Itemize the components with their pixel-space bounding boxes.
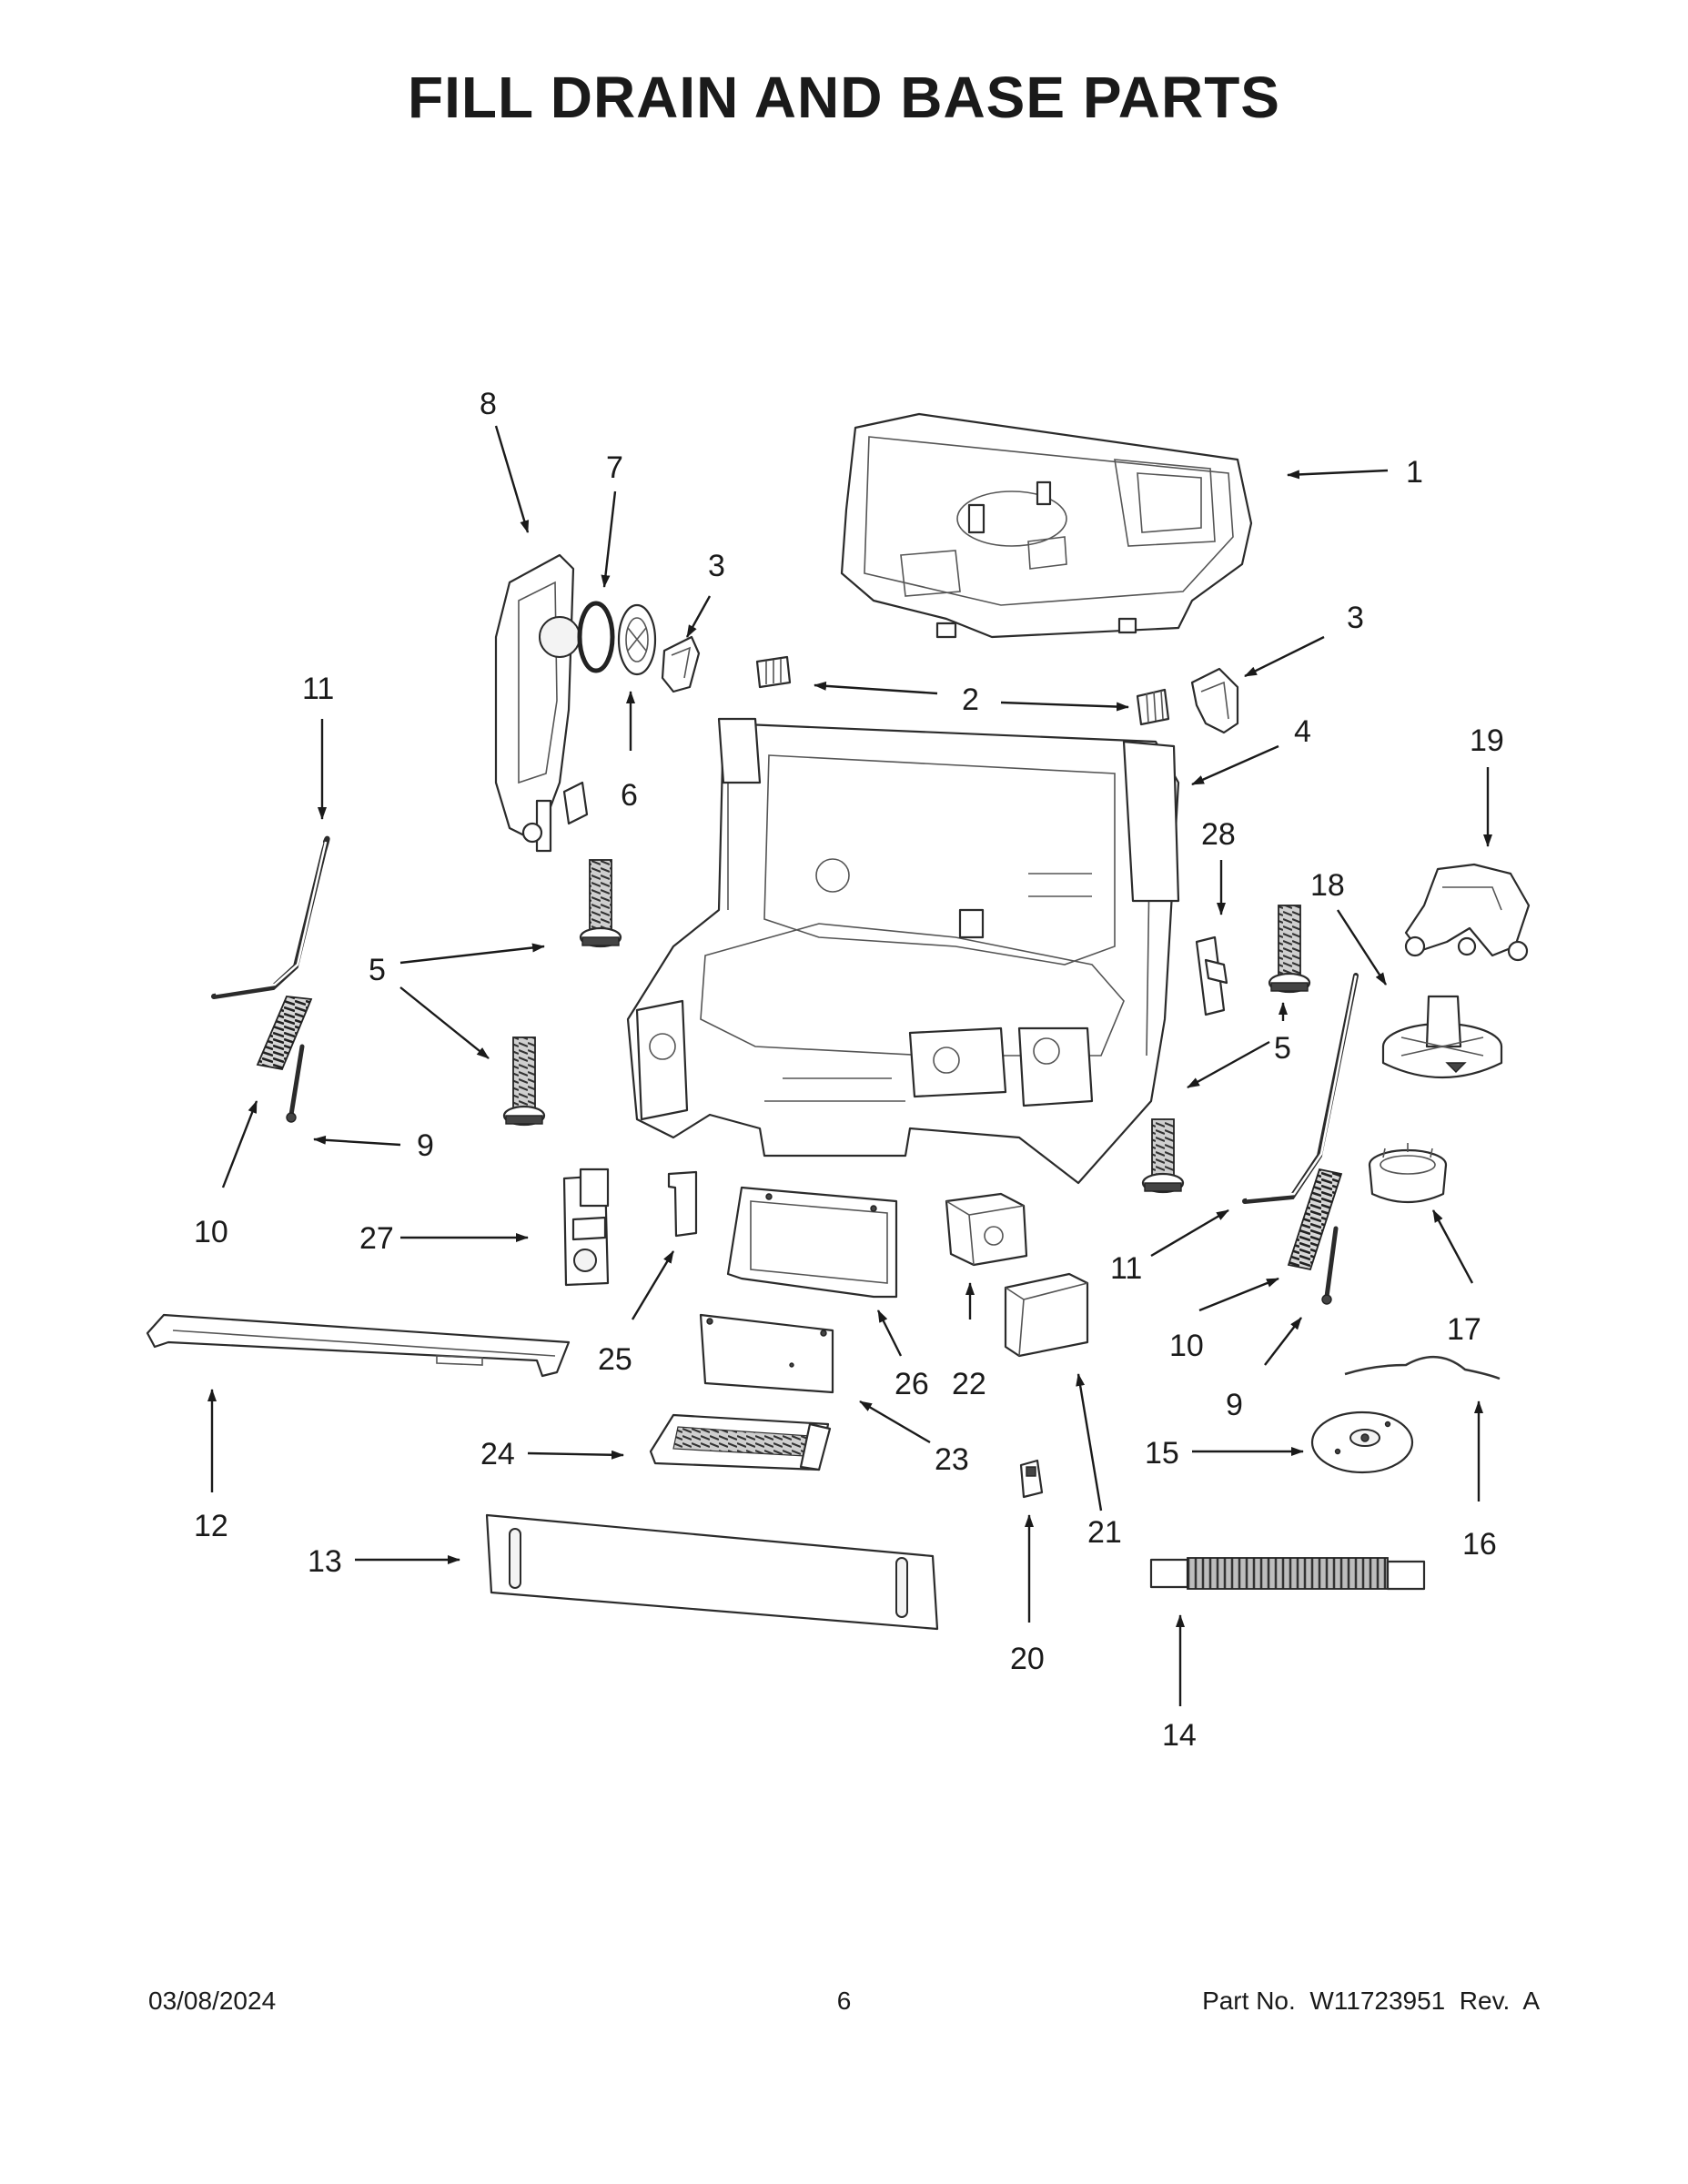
part-3-clip-left [661, 635, 701, 693]
footer-page-number: 6 [836, 1987, 852, 2015]
part-11-rod-left [211, 835, 330, 999]
leader-lines [207, 425, 1492, 1706]
part-19-bracket [1404, 863, 1531, 962]
callout-19: 19 [1470, 723, 1504, 758]
callout-labels: 1 2 3 3 4 5 5 6 7 8 9 9 10 10 11 11 12 1… [194, 387, 1504, 1753]
callout-5-left: 5 [369, 953, 386, 987]
callout-13: 13 [308, 1544, 342, 1579]
part-3-clip-right [1190, 667, 1239, 734]
part-2-connector-left [755, 655, 792, 689]
part-9-pin-left [286, 1044, 305, 1123]
part-5-leg-lower-right [1141, 1118, 1185, 1194]
callout-23: 23 [935, 1442, 969, 1477]
callout-5-right: 5 [1274, 1031, 1291, 1066]
part-15-disc [1310, 1410, 1414, 1474]
callout-14: 14 [1162, 1718, 1197, 1753]
callout-25: 25 [598, 1342, 632, 1377]
callout-10-right: 10 [1169, 1329, 1204, 1363]
footer-part-number: Part No. W11723951 Rev. A [1202, 1987, 1540, 2015]
callout-11-left: 11 [302, 672, 334, 706]
callout-20: 20 [1010, 1642, 1045, 1676]
part-6-vent-disc [617, 603, 657, 676]
callout-15: 15 [1145, 1436, 1179, 1471]
callout-11-right: 11 [1110, 1251, 1142, 1286]
part-24-tray [649, 1413, 832, 1471]
part-4-base-frame [626, 717, 1180, 1185]
callout-16: 16 [1462, 1527, 1497, 1562]
part-16-wire [1344, 1355, 1501, 1380]
callout-21: 21 [1087, 1515, 1122, 1550]
callout-2: 2 [962, 682, 979, 717]
part-22-bracket [945, 1192, 1028, 1267]
part-10-spring-right [1287, 1168, 1343, 1271]
callout-8: 8 [480, 387, 497, 421]
part-10-spring-left [256, 996, 313, 1071]
callout-27: 27 [359, 1221, 394, 1256]
callout-18: 18 [1310, 868, 1345, 903]
callout-12: 12 [194, 1509, 228, 1543]
part-23-board [699, 1313, 834, 1394]
part-21-cover [1004, 1272, 1089, 1358]
part-20-connector [1019, 1459, 1044, 1499]
part-18-cap [1381, 995, 1503, 1079]
callout-7: 7 [606, 450, 623, 485]
callout-3-right: 3 [1347, 601, 1364, 635]
callout-1: 1 [1406, 455, 1423, 490]
part-13-panel [485, 1513, 939, 1631]
part-28-clip [1195, 935, 1228, 1016]
part-27-valve [562, 1168, 610, 1287]
part-8-vent-fill-assembly [494, 553, 589, 853]
part-5-leg-lower-left [502, 1036, 546, 1127]
part-5-leg-upper-right [1268, 905, 1311, 994]
callout-9-right: 9 [1226, 1388, 1243, 1422]
callout-22: 22 [952, 1367, 986, 1401]
part-7-gasket [577, 601, 615, 673]
callout-26: 26 [895, 1367, 929, 1401]
page-title: FILL DRAIN AND BASE PARTS [408, 65, 1280, 130]
footer-date: 03/08/2024 [148, 1987, 277, 2015]
part-25-bracket [667, 1170, 698, 1238]
callout-4: 4 [1294, 714, 1311, 749]
part-12-rail [146, 1313, 571, 1378]
part-5-leg-upper-left [579, 859, 622, 948]
callout-3-left: 3 [708, 549, 725, 583]
callout-24: 24 [480, 1437, 515, 1471]
callout-17: 17 [1447, 1312, 1481, 1347]
part-26-housing [726, 1186, 898, 1299]
part-11-rod-right [1242, 973, 1359, 1204]
part-14-drain-hose [1149, 1557, 1426, 1591]
part-1-base-cover [840, 412, 1253, 639]
callout-28: 28 [1201, 817, 1236, 852]
callout-10-left: 10 [194, 1215, 228, 1249]
callout-6: 6 [621, 778, 638, 813]
part-2-connector-right [1136, 688, 1170, 726]
part-17-ring [1368, 1143, 1448, 1204]
callout-9-left: 9 [417, 1128, 434, 1163]
part-9-pin-right [1321, 1226, 1339, 1305]
